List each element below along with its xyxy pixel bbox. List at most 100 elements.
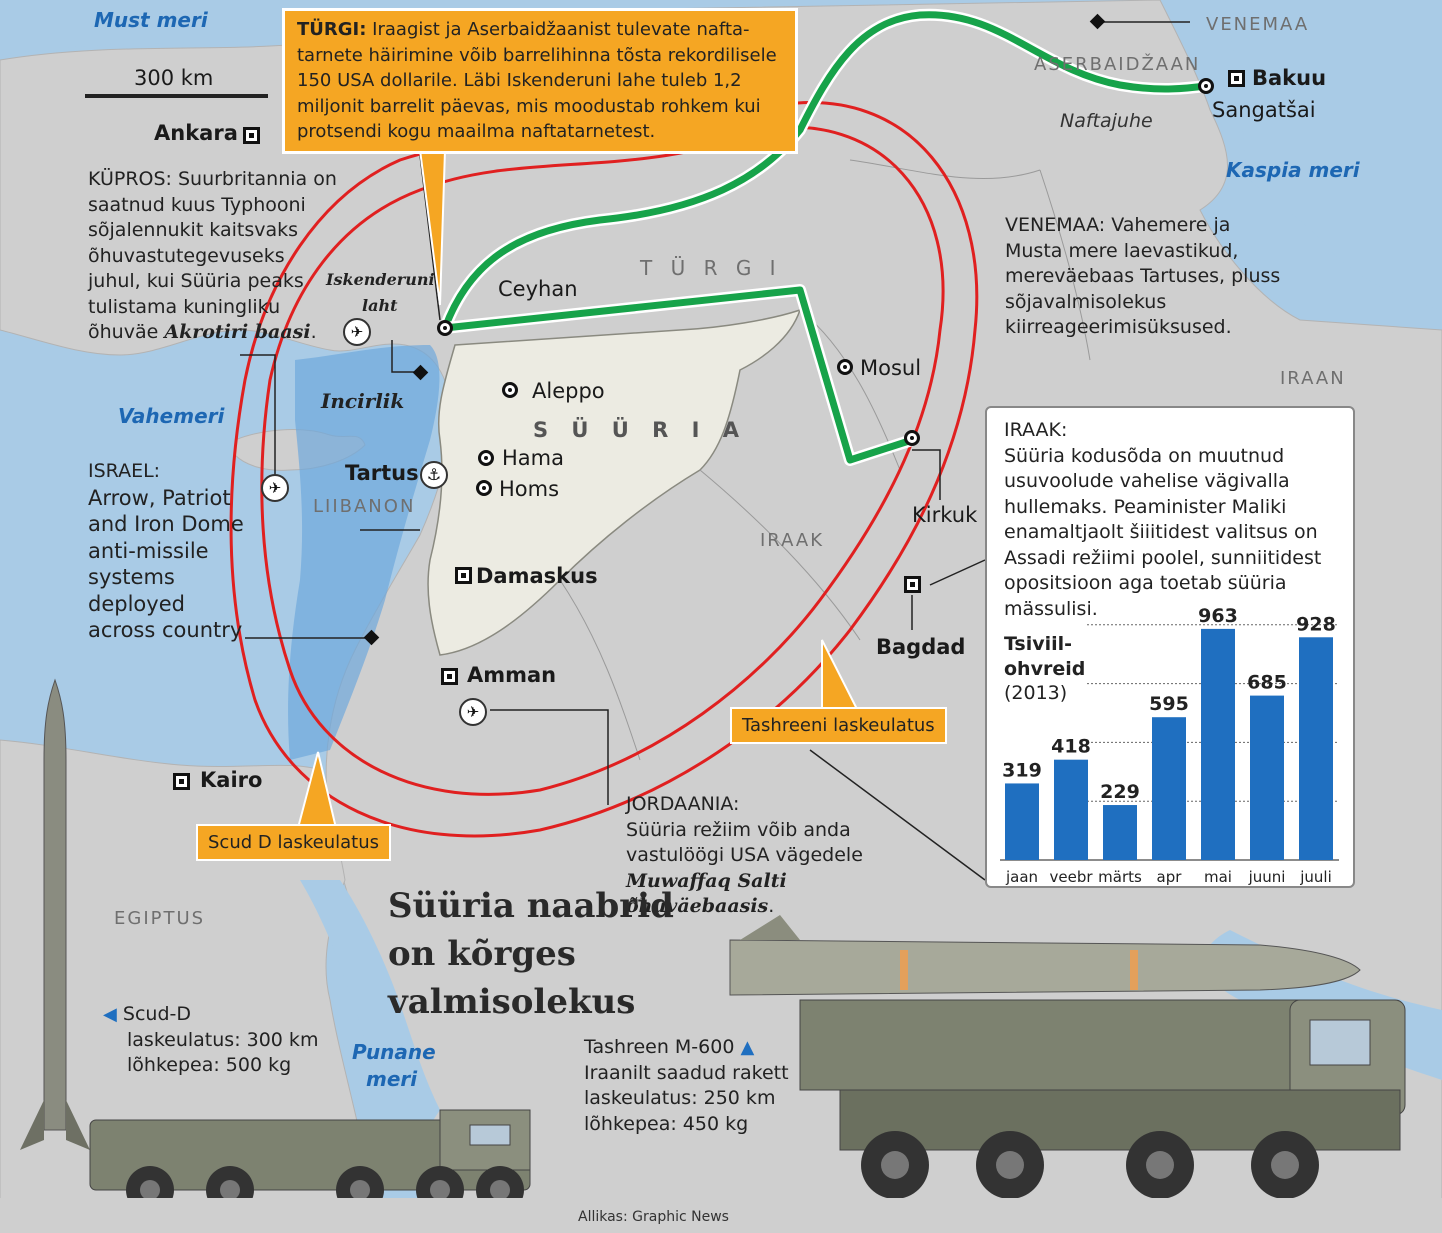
turkey-callout: TÜRGI: Iraagist ja Aserbaidžaanist tulev… xyxy=(282,8,798,154)
plane-icon: ✈ xyxy=(459,698,487,726)
city-cairo: Kairo xyxy=(200,768,263,792)
chart-data-label: 229 xyxy=(1100,781,1140,803)
chart-data-label: 963 xyxy=(1198,605,1238,627)
city-circle-marker xyxy=(437,320,453,336)
city-iskenderun-2: laht xyxy=(362,296,398,315)
egypt-label: EGIPTUS xyxy=(114,908,206,929)
capital-square-marker xyxy=(243,127,260,144)
city-circle-marker xyxy=(904,430,920,446)
capital-square-marker xyxy=(441,668,458,685)
iraq-note: IRAAK: Süüria kodusõda on muutnud usuvoo… xyxy=(1004,418,1344,622)
iraq-note-head: IRAAK: xyxy=(1004,419,1068,441)
city-iskenderun-1: Iskenderuni xyxy=(326,270,435,289)
city-circle-marker xyxy=(837,359,853,375)
city-circle-marker xyxy=(478,450,494,466)
city-circle-marker xyxy=(476,480,492,496)
cyprus-note-end: . xyxy=(310,321,317,343)
turkey-callout-head: TÜRGI: xyxy=(297,19,367,40)
lebanon-label: LIIBANON xyxy=(313,496,416,517)
chart-title: Tsiviil-ohvreid xyxy=(1004,633,1086,680)
city-damascus: Damaskus xyxy=(476,564,598,588)
chart-bar xyxy=(1005,783,1039,860)
jordan-note-end: . xyxy=(768,895,775,917)
city-incirlik: Incirlik xyxy=(321,389,405,413)
scud-name: Scud-D xyxy=(122,1003,191,1025)
triangle-left-icon: ◀ xyxy=(103,1004,117,1025)
capital-square-marker xyxy=(1228,70,1245,87)
iraq-note-text: Süüria kodusõda on muutnud usuvoolude va… xyxy=(1004,444,1322,620)
israel-note-head: ISRAEL: xyxy=(88,460,161,482)
casualty-bar-chart: 319jaan418veebr229märts595apr963mai685ju… xyxy=(1000,605,1339,886)
iraq-label: IRAAK xyxy=(760,530,825,551)
source-credit: Allikas: Graphic News xyxy=(578,1209,729,1225)
chart-data-label: 319 xyxy=(1002,759,1042,781)
azerbaijan-label: ASERBAIDŽAAN xyxy=(1034,54,1201,75)
borders xyxy=(559,159,1091,761)
chart-bar xyxy=(1299,637,1333,860)
jordan-note: JORDAANIA: Süüria režiim võib anda vastu… xyxy=(626,792,926,920)
israel-note-text: Arrow, Patriot and Iron Dome anti-missil… xyxy=(88,485,244,643)
city-circle-marker xyxy=(1198,78,1214,94)
caspian-sea xyxy=(1225,0,1442,310)
city-mosul: Mosul xyxy=(860,356,922,380)
chart-category-label: märts xyxy=(1098,868,1142,886)
capital-square-marker xyxy=(173,773,190,790)
city-homs: Homs xyxy=(499,477,560,501)
russia-note: VENEMAA: Vahemere ja Musta mere laevasti… xyxy=(1005,214,1281,338)
tashreen-range-tag: Tashreeni laskeulatus xyxy=(730,707,947,744)
tashreen-name: Tashreen M-600 xyxy=(584,1036,735,1058)
coast-highlight xyxy=(288,345,440,760)
chart-bar xyxy=(1201,628,1235,860)
tashreen-warhead: lõhkepea: 450 kg xyxy=(584,1112,749,1135)
ground-strip xyxy=(0,1198,1442,1233)
israel-note: ISRAEL: Arrow, Patriot and Iron Dome ant… xyxy=(88,458,258,644)
red-sea xyxy=(300,880,440,1140)
plane-icon: ✈ xyxy=(261,474,289,502)
chart-subtitle: (2013) xyxy=(1004,682,1068,704)
city-amman: Amman xyxy=(467,663,557,687)
black-sea-label: Must meri xyxy=(94,8,208,32)
caspian-sea-label: Kaspia meri xyxy=(1226,158,1360,182)
chart-category-label: jaan xyxy=(1005,868,1038,886)
city-kirkuk: Kirkuk xyxy=(912,503,978,527)
scud-range-tag: Scud D laskeulatus xyxy=(196,824,392,861)
city-aleppo: Aleppo xyxy=(532,379,605,403)
chart-category-label: mai xyxy=(1204,868,1232,886)
scale-label: 300 km xyxy=(134,66,214,90)
tashreen-launcher-graphic xyxy=(729,915,1406,1199)
mediterranean-label: Vahemeri xyxy=(118,404,225,428)
city-hama: Hama xyxy=(502,446,564,470)
scud-warhead: lõhkepea: 500 kg xyxy=(127,1054,292,1076)
city-baku: Bakuu xyxy=(1252,66,1327,90)
triangle-up-icon: ▲ xyxy=(740,1037,755,1058)
cyprus-note-em: Akrotiri baasi xyxy=(164,321,311,343)
scud-missile-graphic xyxy=(20,678,90,1150)
city-circle-marker xyxy=(502,382,518,398)
red-sea-label-2: meri xyxy=(366,1067,418,1091)
chart-data-label: 928 xyxy=(1296,613,1336,635)
chart-category-label: apr xyxy=(1157,868,1183,886)
chart-category-label: veebr xyxy=(1049,868,1093,886)
syria-shape xyxy=(427,308,802,656)
scud-range: laskeulatus: 300 km xyxy=(127,1028,319,1051)
red-sea-label-1: Punane xyxy=(352,1040,436,1064)
turkey-callout-text: Iraagist ja Aserbaidžaanist tulevate naf… xyxy=(297,19,777,142)
pipeline-label: Naftajuhe xyxy=(1060,110,1153,132)
capital-square-marker xyxy=(904,576,921,593)
scud-specs: ◀ Scud-D laskeulatus: 300 km lõhkepea: 5… xyxy=(103,1002,343,1079)
cyprus-note: KÜPROS: Suurbritannia on saatnud kuus Ty… xyxy=(88,167,338,346)
chart-bar xyxy=(1250,695,1284,860)
chart-data-label: 685 xyxy=(1247,672,1287,694)
chart-category-label: juuli xyxy=(1299,868,1332,886)
turkey-label: T Ü R G I xyxy=(640,256,782,280)
russia-label: VENEMAA xyxy=(1206,14,1310,35)
tashreen-range: laskeulatus: 250 km xyxy=(584,1087,776,1109)
chart-category-label: juuni xyxy=(1248,868,1286,886)
iraq-panel: IRAAK: Süüria kodusõda on muutnud usuvoo… xyxy=(985,406,1355,888)
capital-square-marker xyxy=(455,567,472,584)
city-baghdad: Bagdad xyxy=(876,635,966,659)
jordan-note-text: Süüria režiim võib anda vastulöögi USA v… xyxy=(626,818,863,867)
city-tartus: Tartus xyxy=(345,461,419,485)
city-sangachal: Sangatšai xyxy=(1212,98,1316,122)
